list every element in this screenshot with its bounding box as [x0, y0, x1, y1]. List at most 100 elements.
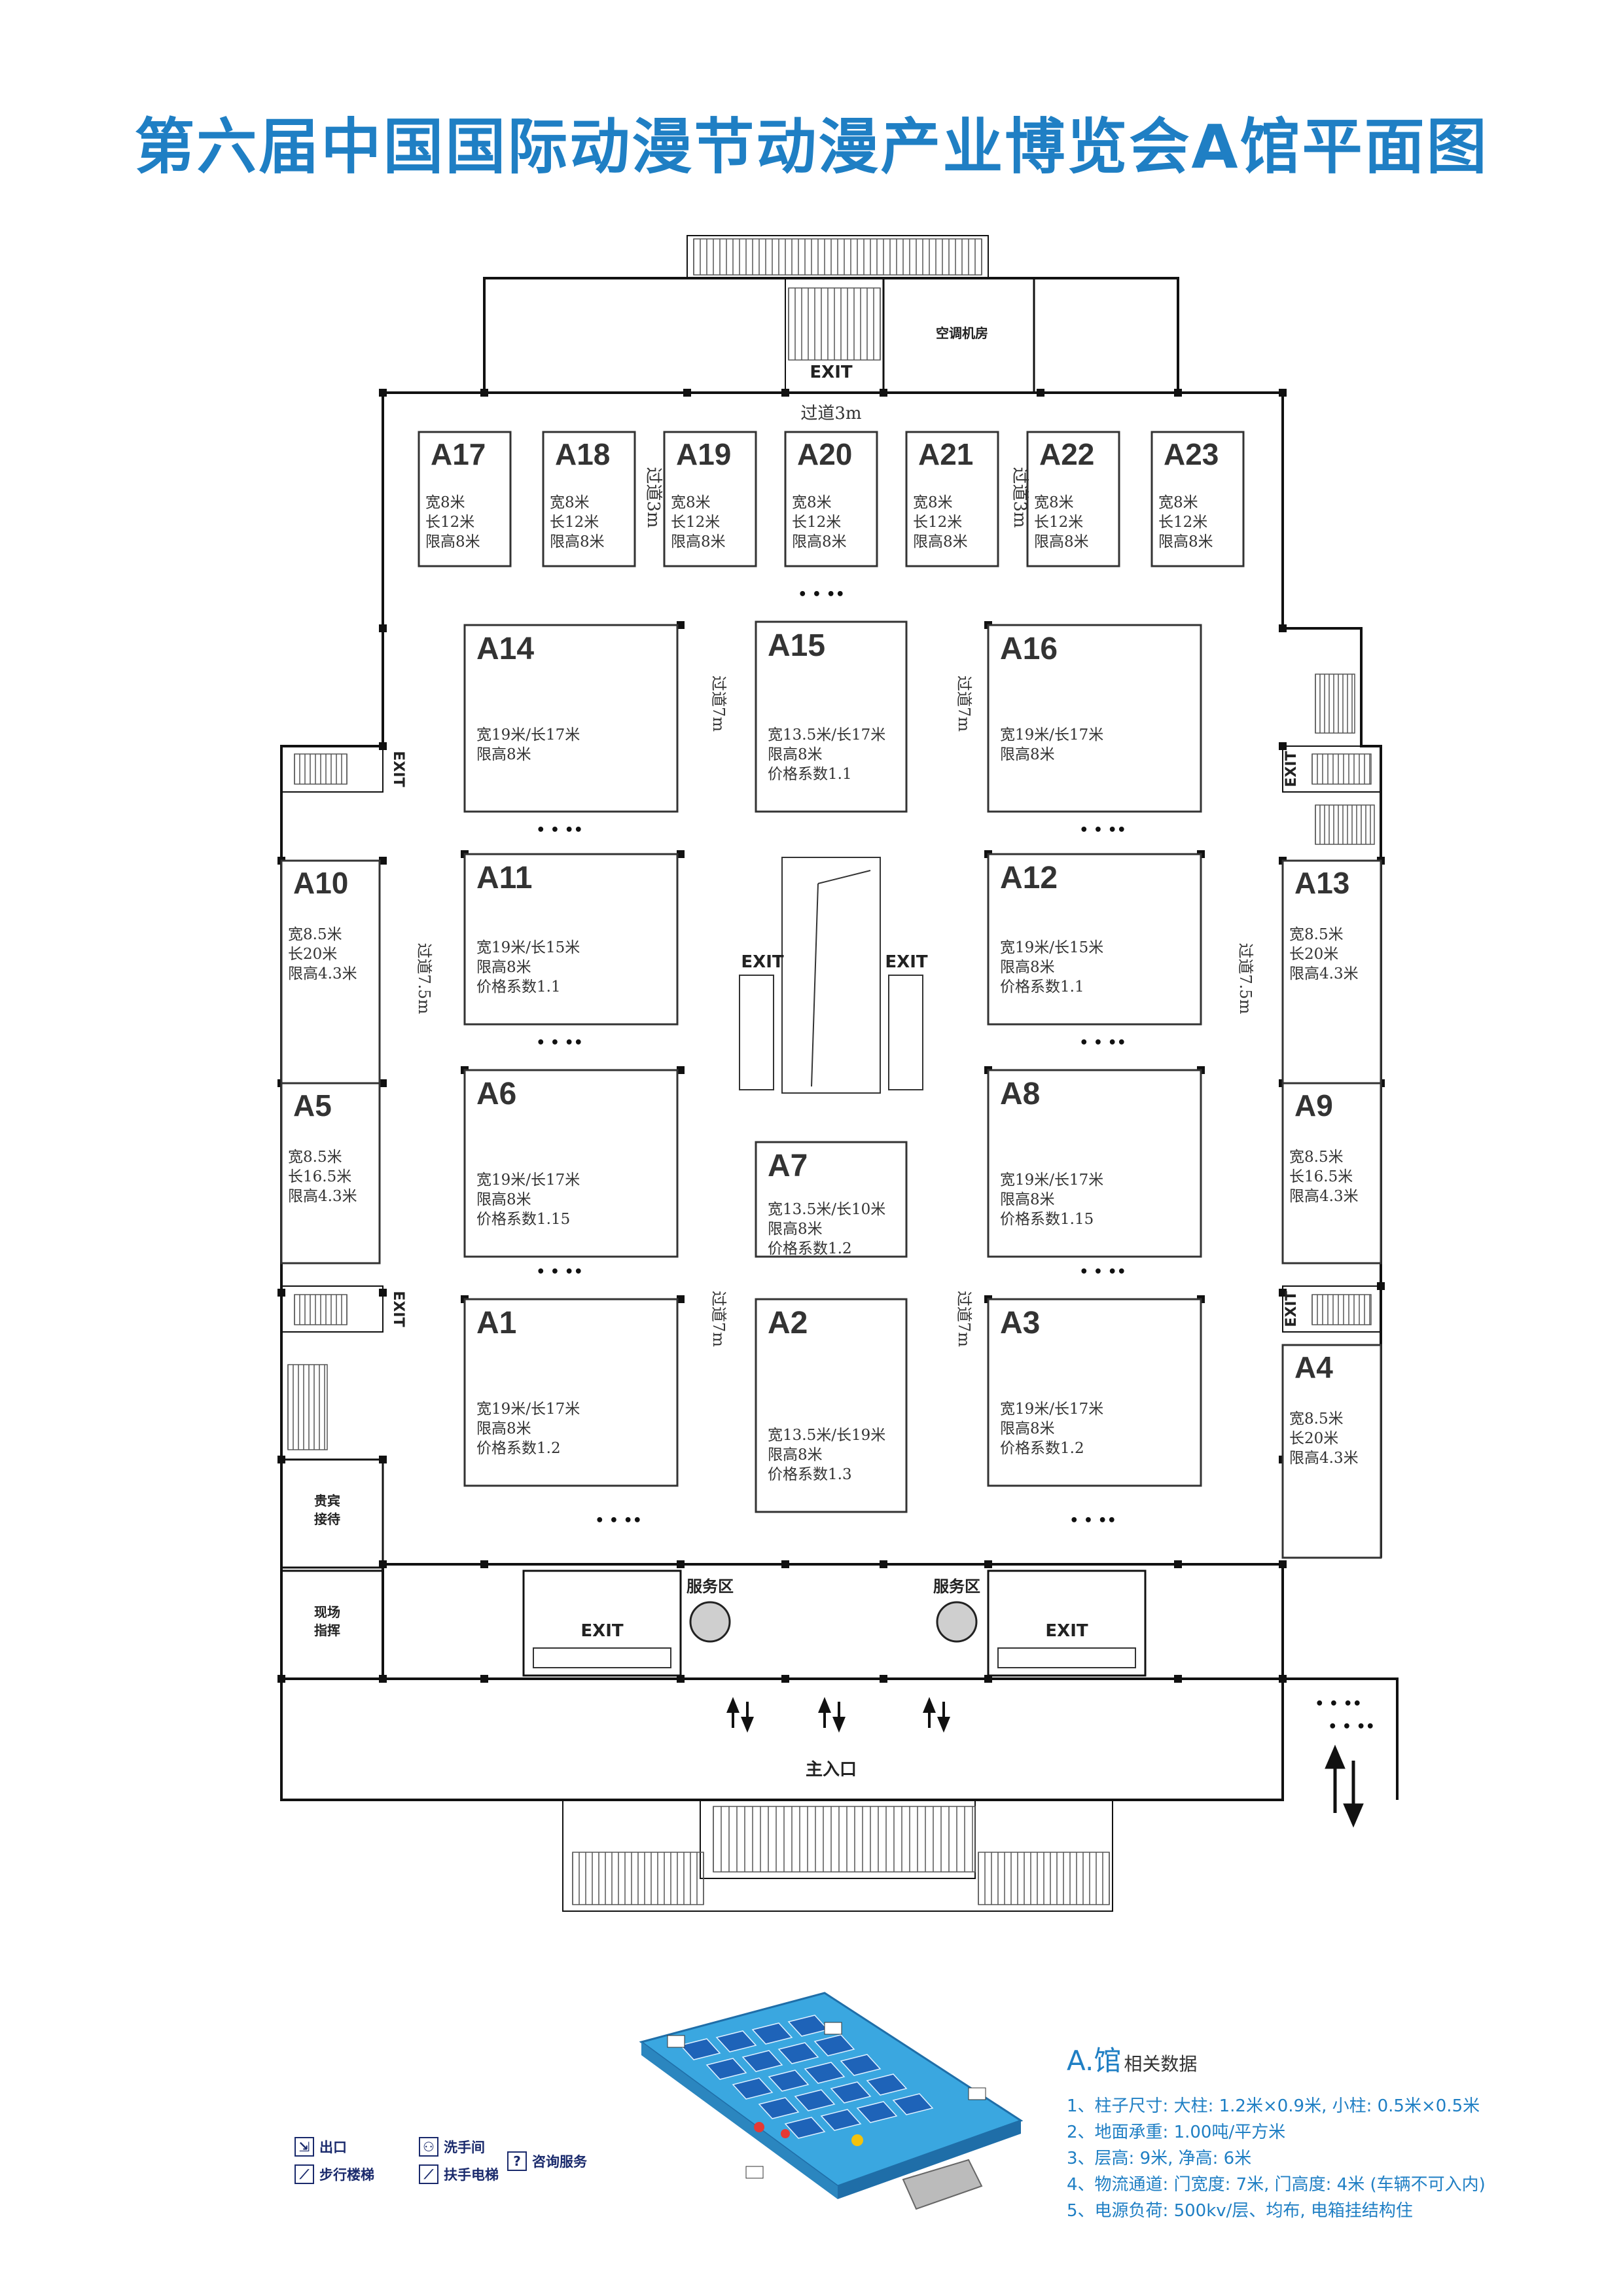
legend-escalator: ⟋ 扶手电梯 [419, 2164, 499, 2184]
aisle-3m-top: 过道3m [800, 404, 861, 423]
booth-spec: 宽8米 [1158, 494, 1198, 511]
booth-spec: 限高4.3米 [1289, 1450, 1359, 1467]
booth-spec: 长12米 [792, 514, 841, 531]
svg-text:EXIT: EXIT [1283, 751, 1300, 787]
booth-spec: 宽8.5米 [1289, 1410, 1344, 1427]
exit-atrium-left: EXIT [741, 952, 783, 972]
booth-spec: 宽19米/长17米 [1000, 726, 1103, 744]
booth-spec: 长20米 [1289, 946, 1338, 963]
info-item: 1、柱子尺寸: 大柱: 1.2米×0.9米, 小柱: 0.5米×0.5米 [1067, 2096, 1480, 2116]
main-entrance-label: 主入口 [806, 1760, 857, 1780]
svg-text:空调机房: 空调机房 [936, 325, 988, 341]
booth-spec: 宽8米 [913, 494, 953, 511]
booth-id: A19 [676, 437, 731, 471]
svg-text:EXIT: EXIT [810, 363, 852, 382]
booth-spec: 宽8米 [671, 494, 711, 511]
booth-spec: 限高8米 [476, 746, 531, 763]
booth-id: A12 [1000, 861, 1058, 895]
booth-id: A1 [476, 1306, 516, 1340]
booth-spec: 宽8.5米 [1289, 926, 1344, 943]
booth-id: A15 [768, 628, 825, 663]
info-heading: A.馆相关数据 [1067, 2045, 1198, 2077]
booth-spec: 限高8米 [550, 533, 605, 550]
booth-id: A22 [1039, 437, 1094, 471]
ellipsis-marker: • • •• [536, 1035, 583, 1051]
floor-plan: A17宽8米长12米限高8米A18宽8米长12米限高8米A19宽8米长12米限高… [277, 235, 1399, 1912]
booth-spec: 限高4.3米 [288, 965, 357, 982]
question-icon: ? [507, 2151, 527, 2171]
logistics-arrows [1325, 1744, 1364, 1828]
ellipsis-marker: • • •• [1079, 1264, 1126, 1280]
booth-spec: 宽19米/长15米 [1000, 939, 1103, 956]
booth-spec: 宽19米/长17米 [476, 1401, 580, 1418]
booth-spec: 限高8米 [1158, 533, 1213, 550]
stairs-icon: ⟋ [294, 2164, 314, 2184]
entrance-arrows [726, 1696, 950, 1733]
booth-spec: 限高8米 [671, 533, 726, 550]
legend-restroom: ⚇ 洗手间 [419, 2137, 485, 2157]
booth-spec: 限高8米 [792, 533, 847, 550]
ellipsis-marker: • • •• [536, 822, 583, 838]
ellipsis-marker: • • •• [1315, 1696, 1362, 1712]
booth-spec: 宽19米/长17米 [1000, 1401, 1103, 1418]
booth-spec: 限高8米 [768, 1221, 823, 1238]
booth-id: A17 [431, 437, 486, 471]
booth-id: A16 [1000, 632, 1058, 666]
booth-spec: 限高8米 [1000, 959, 1055, 976]
booth-spec: 长20米 [1289, 1430, 1338, 1447]
legend-stairs: ⟋ 步行楼梯 [294, 2164, 374, 2184]
ellipsis-marker: • • •• [595, 1513, 642, 1529]
svg-text:服务区: 服务区 [933, 1577, 980, 1596]
booth-id: A21 [918, 437, 973, 471]
booth-id: A20 [797, 437, 852, 471]
side-exit-right-upper: EXIT [1282, 745, 1382, 793]
booth-spec: 限高8米 [476, 959, 531, 976]
front-exit-right: EXIT [987, 1570, 1147, 1677]
booth-spec: 价格系数1.15 [476, 1211, 570, 1228]
booth-spec: 长12米 [1158, 514, 1207, 531]
booth-id: A23 [1164, 437, 1219, 471]
hall-data-panel: A.馆相关数据 1、柱子尺寸: 大柱: 1.2米×0.9米, 小柱: 0.5米×… [1067, 2039, 1603, 2224]
booth-spec: 宽19米/长17米 [1000, 1172, 1103, 1189]
booth-spec: 限高8米 [1000, 1191, 1055, 1208]
ellipsis-marker: • • •• [1079, 822, 1126, 838]
booth-spec: 长20米 [288, 946, 337, 963]
command-room: 现场指挥 [280, 1570, 384, 1680]
booth-spec: 价格系数1.2 [476, 1440, 561, 1457]
booth-id: A14 [476, 632, 534, 666]
booth-id: A5 [293, 1088, 332, 1122]
booth-spec: 价格系数1.2 [1000, 1440, 1084, 1457]
booth-id: A8 [1000, 1077, 1040, 1111]
booth-spec: 宽13.5米/长10米 [768, 1201, 885, 1218]
ac-room: 空调机房 [882, 277, 1035, 394]
ellipsis-marker: • • •• [1328, 1719, 1375, 1735]
hall-3d-preview [639, 1992, 1024, 2210]
booth-spec: 宽8米 [1034, 494, 1074, 511]
info-item: 2、地面承重: 1.00吨/平方米 [1067, 2123, 1286, 2142]
booth-spec: 限高8米 [913, 533, 968, 550]
aisle-3m-left: 过道3m [643, 467, 663, 528]
exit-atrium-right: EXIT [885, 952, 927, 972]
booth-spec: 宽19米/长17米 [476, 726, 580, 744]
booth-id: A10 [293, 866, 348, 900]
booth-spec: 长12米 [913, 514, 962, 531]
booth-spec: 限高8米 [1000, 1420, 1055, 1437]
svg-text:EXIT: EXIT [390, 1291, 406, 1327]
svg-text:服务区: 服务区 [687, 1577, 734, 1596]
service-area-right: 服务区 [933, 1577, 980, 1643]
svg-text:贵宾接待: 贵宾接待 [314, 1493, 340, 1527]
booth-spec: 限高8米 [1000, 746, 1055, 763]
booth-spec: 价格系数1.1 [768, 766, 852, 783]
booth-spec: 限高8米 [425, 533, 480, 550]
aisle-7m-4: 过道7m [955, 1291, 973, 1347]
booth-spec: 长12米 [550, 514, 599, 531]
aisle-75m-left: 过道7.5m [415, 943, 433, 1014]
ellipsis-markers: • • •• • • •• • • •• • • •• • • •• • • •• • • … [536, 586, 1375, 1735]
